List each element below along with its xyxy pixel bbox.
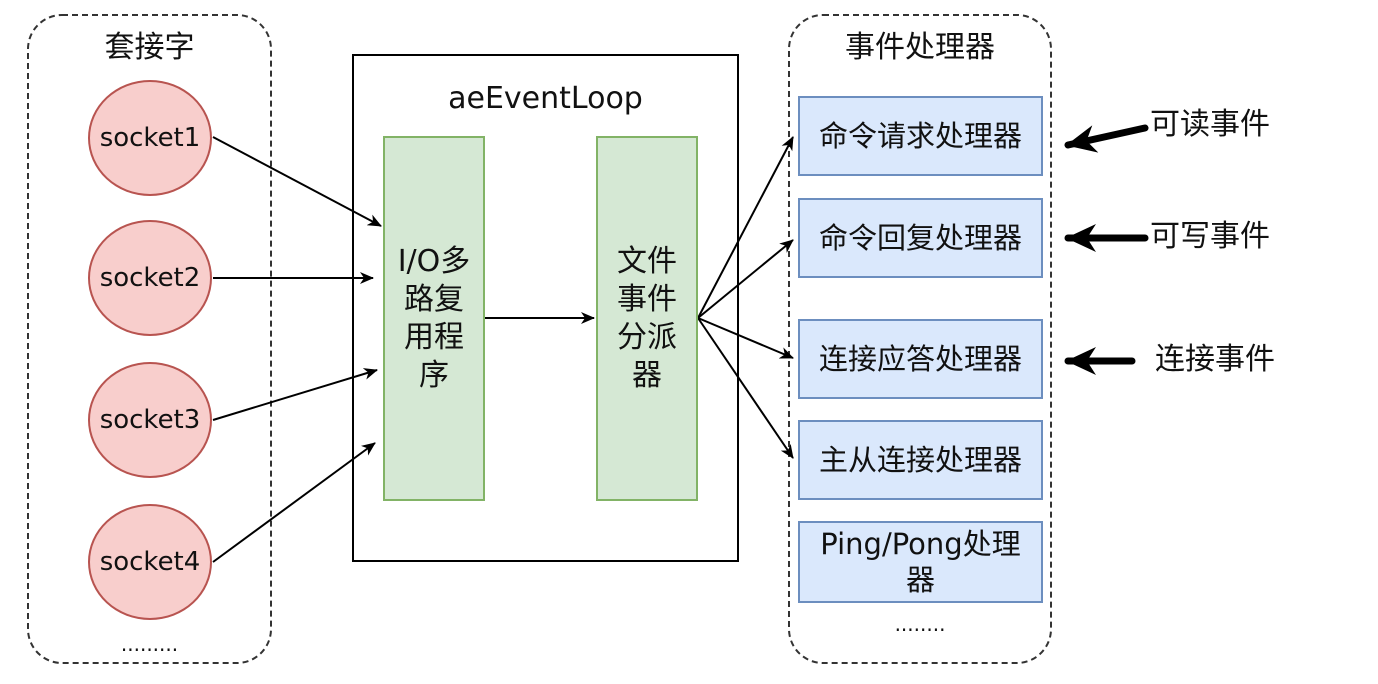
dispatch-arrow-1 — [697, 136, 794, 319]
socket-label: socket3 — [99, 405, 201, 435]
dispatcher-box: 文件事件分派器 — [596, 136, 698, 501]
handler-box: 连接应答处理器 — [798, 319, 1043, 399]
handler-label: 命令请求处理器 — [818, 119, 1022, 153]
event-loop-title: aeEventLoop — [448, 81, 643, 116]
dispatch-arrow-4 — [697, 317, 794, 459]
socket3-arrow — [212, 368, 378, 421]
handler-box: 主从连接处理器 — [798, 420, 1043, 500]
socket-node: socket4 — [88, 504, 212, 620]
socket-node: socket1 — [88, 80, 212, 196]
accept-event-label: 连接事件 — [1155, 342, 1275, 377]
handler-label: 主从连接处理器 — [818, 443, 1022, 477]
sockets-more-ellipsis: ......... — [120, 632, 179, 656]
writable-event-label: 可写事件 — [1150, 219, 1270, 254]
handler-box: 命令请求处理器 — [798, 96, 1043, 176]
socket4-arrow — [212, 442, 376, 563]
handler-box: Ping/Pong处理器 — [798, 521, 1043, 603]
multiplexer-box: I/O多路复用程序 — [383, 136, 485, 501]
socket-label: socket4 — [99, 547, 201, 577]
readable-event-label: 可读事件 — [1150, 107, 1270, 142]
handler-label: Ping/Pong处理器 — [820, 527, 1021, 597]
handler-box: 命令回复处理器 — [798, 198, 1043, 278]
event-loop-box — [352, 54, 739, 562]
socket1-arrow — [212, 136, 382, 227]
dispatcher-label: 文件事件分派器 — [617, 243, 677, 393]
socket-node: socket2 — [88, 220, 212, 336]
multiplexer-label: I/O多路复用程序 — [397, 243, 471, 393]
sockets-group-title: 套接字 — [104, 30, 195, 65]
socket-label: socket1 — [99, 123, 201, 153]
socket-label: socket2 — [99, 263, 201, 293]
dispatch-arrow-3 — [697, 317, 794, 359]
handlers-group-title: 事件处理器 — [845, 30, 995, 65]
socket-node: socket3 — [88, 362, 212, 478]
dispatch-arrow-2 — [697, 239, 794, 319]
handler-label: 命令回复处理器 — [818, 221, 1022, 255]
readable-event-arrow — [1064, 124, 1149, 153]
handler-label: 连接应答处理器 — [818, 342, 1022, 376]
handlers-more-ellipsis: ........ — [894, 612, 946, 636]
